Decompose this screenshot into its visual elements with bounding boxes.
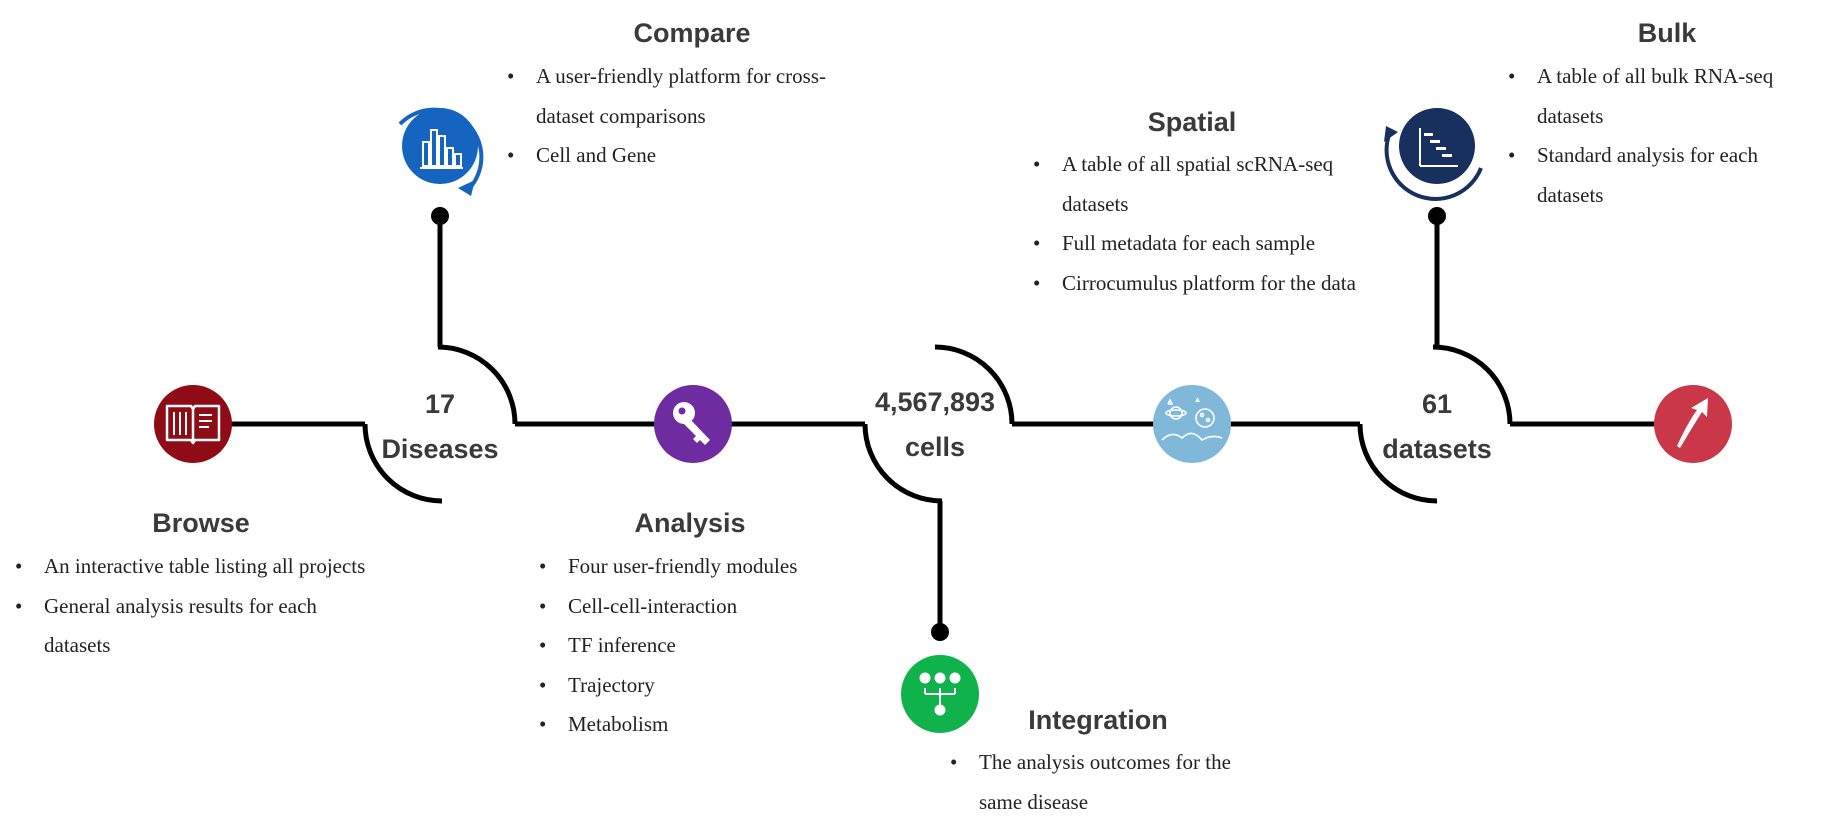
space-icon: [1161, 397, 1223, 442]
compare-title: Compare: [633, 18, 750, 48]
spatial-node[interactable]: [1153, 385, 1231, 463]
list-item: Standard analysis for each datasets: [1508, 136, 1808, 215]
stat-diseases: 17 Diseases: [381, 389, 498, 464]
connector-dots: [431, 207, 1446, 641]
list-item: TF inference: [539, 626, 839, 666]
stat-diseases-number: 17: [425, 389, 455, 419]
connector-lines: [195, 216, 1690, 632]
bulk-node[interactable]: [1384, 108, 1483, 201]
list-item: A table of all bulk RNA-seq datasets: [1508, 57, 1808, 136]
analysis-title: Analysis: [634, 508, 745, 538]
analysis-bullets: Four user-friendly modules Cell-cell-int…: [539, 547, 839, 745]
list-item: A user-friendly platform for cross-datas…: [507, 57, 852, 136]
list-item: A table of all spatial scRNA-seq dataset…: [1033, 145, 1378, 224]
stat-datasets-number: 61: [1422, 389, 1452, 419]
stat-cells-label: cells: [905, 432, 965, 462]
list-item: Cell and Gene: [507, 136, 852, 176]
list-item: General analysis results for each datase…: [15, 587, 385, 666]
book-icon: [165, 404, 221, 445]
browse-title: Browse: [152, 508, 250, 538]
stat-datasets-label: datasets: [1382, 434, 1492, 464]
list-item: Full metadata for each sample: [1033, 224, 1378, 264]
curved-arrow-icon: [1677, 398, 1708, 448]
bulk-icon-circle: [1399, 108, 1475, 184]
stat-diseases-label: Diseases: [381, 434, 498, 464]
spatial-bullets: A table of all spatial scRNA-seq dataset…: [1033, 145, 1378, 303]
analysis-node[interactable]: [654, 385, 732, 463]
browse-node[interactable]: [154, 385, 232, 463]
bar-chart-icon: [420, 129, 463, 169]
hierarchy-icon: [919, 672, 961, 716]
compare-bullets: A user-friendly platform for cross-datas…: [507, 57, 852, 176]
list-item: Trajectory: [539, 666, 839, 706]
list-item: Metabolism: [539, 705, 839, 745]
browse-bullets: An interactive table listing all project…: [15, 547, 385, 666]
bulk-title: Bulk: [1638, 18, 1697, 48]
list-item: Cirrocumulus platform for the data: [1033, 264, 1378, 304]
list-item: An interactive table listing all project…: [15, 547, 385, 587]
stat-cells-number: 4,567,893: [875, 387, 995, 417]
end-node[interactable]: [1654, 385, 1732, 463]
list-item: Cell-cell-interaction: [539, 587, 839, 627]
refresh-ring: [398, 107, 484, 192]
list-item: Four user-friendly modules: [539, 547, 839, 587]
list-item: The analysis outcomes for the same disea…: [950, 743, 1240, 822]
integration-node[interactable]: [901, 655, 979, 733]
integration-bullets: The analysis outcomes for the same disea…: [950, 743, 1240, 822]
stat-cells: 4,567,893 cells: [875, 387, 995, 462]
gantt-chart-icon: [1419, 128, 1458, 167]
integration-title: Integration: [1028, 705, 1168, 735]
stat-datasets: 61 datasets: [1382, 389, 1492, 464]
spatial-title: Spatial: [1148, 107, 1237, 137]
compare-node[interactable]: [398, 107, 484, 196]
refresh-ring: [1384, 131, 1483, 201]
bulk-bullets: A table of all bulk RNA-seq datasets Sta…: [1508, 57, 1808, 215]
spatial-icon-circle: [1153, 385, 1231, 463]
